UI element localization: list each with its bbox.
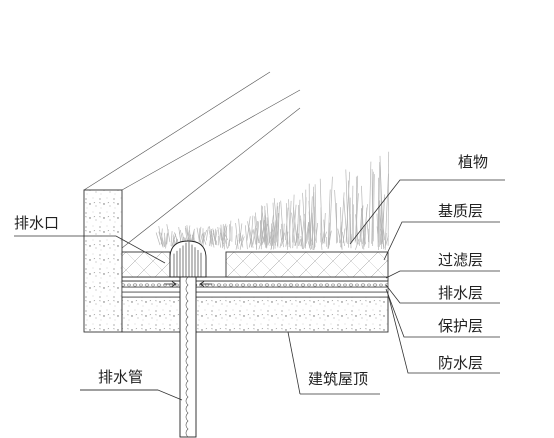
label-protection: 保护层 <box>438 317 483 335</box>
parapet-wall <box>83 189 123 333</box>
protection-layer <box>121 286 389 293</box>
label-outlet: 排水口 <box>14 214 59 232</box>
drain-pipe <box>179 276 197 438</box>
filter-layer <box>121 276 389 282</box>
substrate-layer-left <box>121 251 171 278</box>
label-waterproof: 防水层 <box>438 354 483 372</box>
label-pipe: 排水管 <box>98 368 143 386</box>
drainage-layer <box>121 280 389 288</box>
substrate-layer-right <box>225 251 389 278</box>
drain-outlet <box>169 240 207 278</box>
plant-grass <box>155 151 390 251</box>
label-filter: 过滤层 <box>438 251 483 269</box>
waterproof-layer <box>121 291 389 298</box>
roof-slab <box>121 296 389 333</box>
flow-arrow-right <box>199 281 212 287</box>
flow-arrow-left <box>164 281 177 287</box>
label-drainage: 排水层 <box>438 284 483 302</box>
label-plants: 植物 <box>458 153 488 171</box>
label-substrate: 基质层 <box>438 202 483 220</box>
label-roof: 建筑屋顶 <box>308 370 368 388</box>
